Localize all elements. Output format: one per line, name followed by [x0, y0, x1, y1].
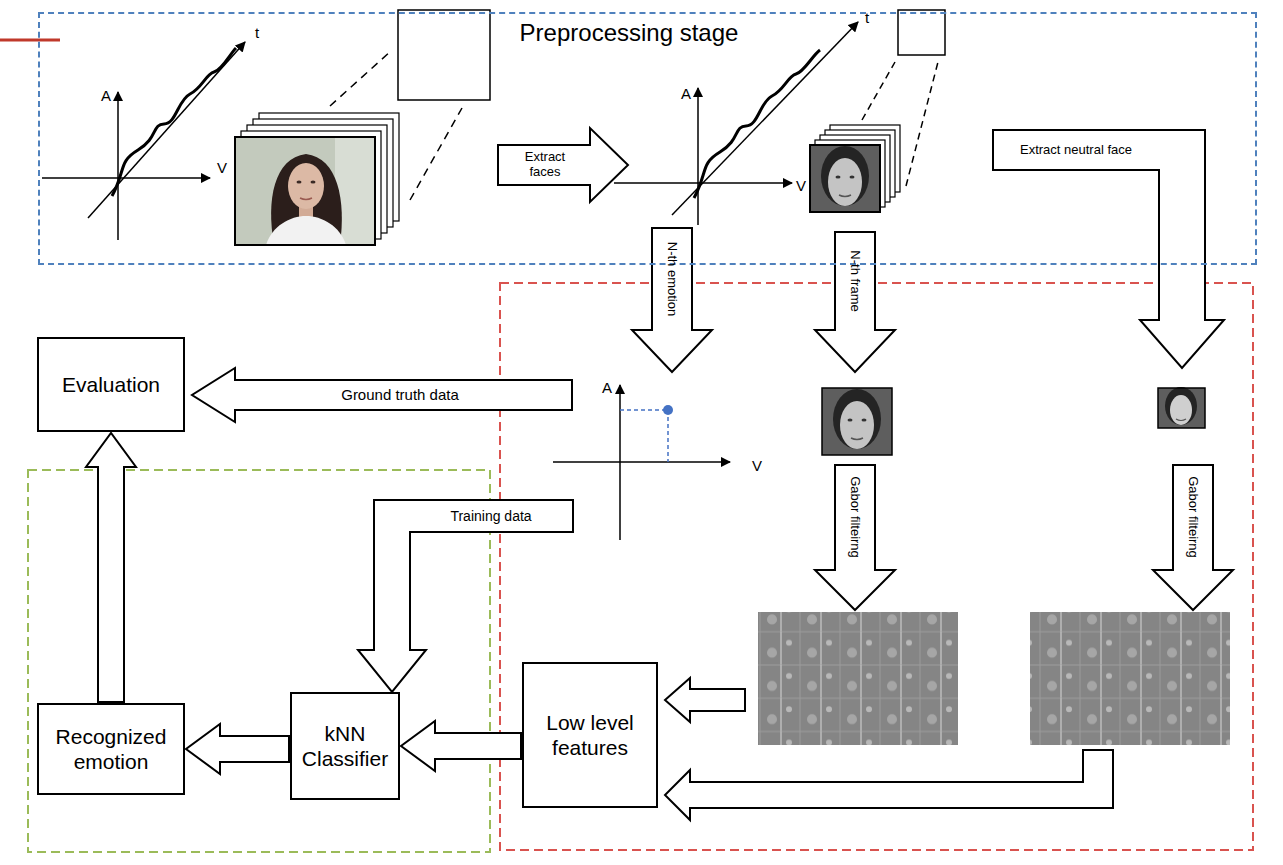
face-skin — [1170, 395, 1192, 425]
arrow-label: Extract neutral face — [1020, 143, 1132, 158]
face-crop — [822, 388, 892, 455]
process-box: Evaluation — [37, 337, 185, 432]
block-arrow — [192, 368, 572, 422]
axis-label: t — [865, 9, 869, 26]
arrow-label: Gabor filteirng — [1186, 476, 1201, 558]
perspective-line — [410, 108, 462, 200]
stage-title: Preprocessing stage — [520, 19, 739, 47]
arrow-label: Training data — [450, 508, 531, 524]
signal-curve — [112, 48, 236, 196]
box-text: Evaluation — [62, 372, 160, 397]
photo-shirt — [266, 216, 346, 245]
face-border — [810, 145, 880, 212]
face-border — [1158, 388, 1205, 428]
axis-label: t — [255, 24, 259, 41]
axis-line — [553, 461, 730, 463]
perspective-line — [330, 50, 392, 106]
box-text: kNN Classifier — [300, 721, 390, 771]
emotion-point — [663, 405, 673, 415]
block-arrow — [1153, 465, 1233, 610]
face-hair — [1165, 387, 1197, 425]
box-text: Low level features — [532, 710, 648, 760]
gabor-response — [1030, 612, 1230, 745]
stage-band: Preprocessing stage — [38, 12, 1257, 265]
axis-label: A — [602, 379, 612, 396]
arrow-label: Ground truth data — [341, 386, 459, 403]
feature-region — [500, 283, 1253, 850]
axis-label: A — [681, 85, 691, 102]
perspective-line — [906, 62, 938, 186]
arrow-label: N-th emotion — [665, 242, 680, 316]
axis-line — [619, 385, 621, 540]
face-mouth — [839, 195, 851, 197]
block-arrow — [401, 721, 521, 771]
frame-back — [398, 10, 490, 100]
face-hair — [821, 146, 869, 206]
block-arrow — [815, 465, 895, 610]
face-crop — [1158, 388, 1205, 428]
arrow-label: Gabor filteirng — [848, 476, 863, 558]
frame-back — [898, 10, 945, 55]
block-arrow — [815, 232, 895, 372]
box-text: Recognized emotion — [47, 724, 175, 774]
process-box: Low level features — [522, 662, 658, 808]
block-arrow — [86, 433, 136, 702]
face-eye — [848, 419, 853, 422]
arrow-label: N-th frame — [848, 250, 863, 311]
axis-label: V — [217, 159, 227, 176]
face-skin — [828, 158, 862, 206]
axis-label: A — [101, 87, 111, 104]
photo-eye — [297, 181, 302, 184]
photo-background — [235, 137, 375, 245]
accent-line — [0, 39, 60, 42]
photo-mouth — [300, 198, 312, 200]
axis-label: V — [796, 177, 806, 194]
axis-label: V — [752, 457, 762, 474]
face-skin — [840, 401, 874, 449]
face-border — [822, 388, 892, 455]
guide-line — [667, 410, 669, 462]
photo-eye — [311, 181, 316, 184]
block-arrow — [632, 228, 712, 372]
block-arrow — [665, 750, 1113, 820]
face-mouth — [851, 438, 863, 440]
block-arrow — [498, 128, 628, 202]
process-box: kNN Classifier — [290, 692, 400, 800]
gabor-response — [758, 612, 958, 745]
face-eye — [862, 419, 867, 422]
block-arrow — [186, 724, 289, 774]
face-eye — [836, 176, 841, 179]
face-mouth — [1176, 419, 1186, 421]
axis-line — [88, 42, 245, 218]
axis-line — [117, 92, 119, 240]
photo-border — [235, 137, 375, 245]
photo-face — [288, 163, 324, 209]
axis-line — [697, 88, 699, 225]
axis-line — [42, 177, 210, 179]
face-eye — [850, 176, 855, 179]
perspective-line — [862, 62, 895, 120]
arrow-label: Extract faces — [510, 150, 580, 180]
guide-line — [620, 409, 668, 411]
face-hair — [833, 389, 881, 449]
process-box: Recognized emotion — [37, 703, 185, 795]
signal-curve — [694, 50, 820, 198]
block-arrow — [993, 130, 1224, 368]
block-arrow — [665, 678, 745, 722]
face-crop — [810, 145, 880, 212]
